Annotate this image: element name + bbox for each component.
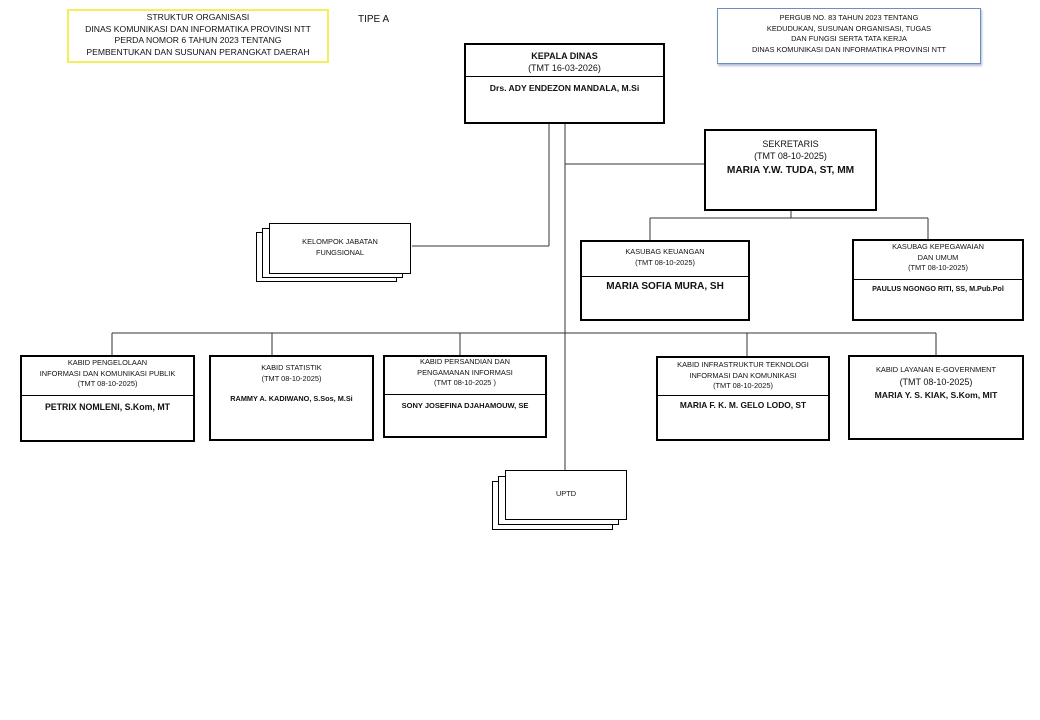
- kepala-dinas-tmt: (TMT 16-03-2026): [528, 63, 601, 73]
- fungsional-box: KELOMPOK JABATAN FUNGSIONAL: [269, 223, 411, 274]
- kabid-statistik-line1: KABID STATISTIK: [261, 363, 322, 372]
- kabid-pengelolaan-box: KABID PENGELOLAAN INFORMASI DAN KOMUNIKA…: [20, 355, 195, 442]
- kasubag-kepegawaian-tmt: (TMT 08-10-2025): [908, 263, 968, 272]
- kabid-persandian-line1: KABID PERSANDIAN DAN: [420, 357, 510, 366]
- uptd-label: UPTD: [555, 489, 577, 498]
- pergub-note: PERGUB NO. 83 TAHUN 2023 TENTANG KEDUDUK…: [717, 8, 981, 64]
- sekretaris-tmt: (TMT 08-10-2025): [754, 151, 827, 161]
- kasubag-kepegawaian-title1: KASUBAG KEPEGAWAIAN: [892, 242, 984, 251]
- note-line: DAN FUNGSI SERTA TATA KERJA: [791, 34, 907, 44]
- note-line: PERGUB NO. 83 TAHUN 2023 TENTANG: [779, 13, 919, 22]
- kabid-egov-header: KABID LAYANAN E-GOVERNMENT (TMT 08-10-20…: [850, 357, 1022, 388]
- sekretaris-header: SEKRETARIS (TMT 08-10-2025): [706, 131, 875, 162]
- kepala-dinas-header: KEPALA DINAS (TMT 16-03-2026): [466, 45, 663, 77]
- kabid-statistik-box: KABID STATISTIK (TMT 08-10-2025) RAMMY A…: [209, 355, 374, 441]
- kasubag-keuangan-title: KASUBAG KEUANGAN: [625, 247, 705, 256]
- kabid-persandian-box: KABID PERSANDIAN DAN PENGAMANAN INFORMAS…: [383, 355, 547, 438]
- kabid-statistik-tmt: (TMT 08-10-2025): [261, 373, 322, 383]
- kabid-pengelolaan-tmt: (TMT 08-10-2025): [77, 379, 138, 388]
- kasubag-keuangan-box: KASUBAG KEUANGAN (TMT 08-10-2025) MARIA …: [580, 240, 750, 321]
- kepala-dinas-box: KEPALA DINAS (TMT 16-03-2026) Drs. ADY E…: [464, 43, 665, 124]
- kasubag-keuangan-tmt: (TMT 08-10-2025): [635, 257, 695, 267]
- kasubag-keuangan-name: MARIA SOFIA MURA, SH: [606, 281, 724, 292]
- sekretaris-box: SEKRETARIS (TMT 08-10-2025) MARIA Y.W. T…: [704, 129, 877, 211]
- kabid-pengelolaan-header: KABID PENGELOLAAN INFORMASI DAN KOMUNIKA…: [22, 357, 193, 396]
- fungsional-line1: KELOMPOK JABATAN: [302, 237, 378, 246]
- kabid-egov-line1: KABID LAYANAN E-GOVERNMENT: [875, 365, 997, 374]
- kabid-persandian-header: KABID PERSANDIAN DAN PENGAMANAN INFORMAS…: [385, 357, 545, 395]
- kabid-infrastruktur-header: KABID INFRASTRUKTUR TEKNOLOGI INFORMASI …: [658, 358, 828, 396]
- sekretaris-title: SEKRETARIS: [762, 139, 819, 149]
- kabid-infrastruktur-name: MARIA F. K. M. GELO LODO, ST: [679, 400, 807, 410]
- kasubag-kepegawaian-name: PAULUS NGONGO RITI, SS, M.Pub.Pol: [872, 284, 1004, 293]
- note-line: STRUKTUR ORGANISASI: [146, 12, 250, 22]
- note-line: PERDA NOMOR 6 TAHUN 2023 TENTANG: [114, 35, 282, 46]
- sekretaris-name: MARIA Y.W. TUDA, ST, MM: [726, 165, 855, 176]
- kabid-pengelolaan-line2: INFORMASI DAN KOMUNIKASI PUBLIK: [39, 368, 176, 378]
- uptd-box: UPTD: [505, 470, 627, 520]
- kabid-persandian-tmt: (TMT 08-10-2025 ): [434, 378, 496, 387]
- note-line: KEDUDUKAN, SUSUNAN ORGANISASI, TUGAS: [766, 23, 932, 33]
- kabid-infrastruktur-line2: INFORMASI DAN KOMUNIKASI: [689, 370, 797, 380]
- fungsional-line2: FUNGSIONAL: [315, 247, 365, 257]
- kabid-egov-tmt: (TMT 08-10-2025): [899, 376, 973, 387]
- kabid-egov-name: MARIA Y. S. KIAK, S.Kom, MIT: [874, 389, 998, 400]
- note-line: DINAS KOMUNIKASI DAN INFORMATIKA PROVINS…: [751, 44, 947, 54]
- kepala-dinas-name: Drs. ADY ENDEZON MANDALA, M.Si: [489, 83, 640, 93]
- kepala-dinas-title: KEPALA DINAS: [531, 51, 598, 61]
- kabid-pengelolaan-name: PETRIX NOMLENI, S.Kom, MT: [44, 402, 171, 412]
- legal-basis-note: STRUKTUR ORGANISASI DINAS KOMUNIKASI DAN…: [67, 9, 329, 63]
- note-line: DINAS KOMUNIKASI DAN INFORMATIKA PROVINS…: [85, 23, 311, 34]
- kabid-statistik-header: KABID STATISTIK (TMT 08-10-2025): [211, 357, 372, 384]
- kabid-egov-box: KABID LAYANAN E-GOVERNMENT (TMT 08-10-20…: [848, 355, 1024, 440]
- kasubag-kepegawaian-title2: DAN UMUM: [917, 252, 959, 262]
- kabid-persandian-line2: PENGAMANAN INFORMASI: [417, 367, 513, 377]
- note-line: PEMBENTUKAN DAN SUSUNAN PERANGKAT DAERAH: [86, 46, 310, 57]
- type-label: TIPE A: [358, 14, 390, 25]
- kasubag-kepegawaian-header: KASUBAG KEPEGAWAIAN DAN UMUM (TMT 08-10-…: [854, 241, 1022, 280]
- kabid-infrastruktur-tmt: (TMT 08-10-2025): [713, 381, 773, 390]
- kasubag-kepegawaian-box: KASUBAG KEPEGAWAIAN DAN UMUM (TMT 08-10-…: [852, 239, 1024, 321]
- kabid-persandian-name: SONY JOSEFINA DJAHAMOUW, SE: [401, 401, 529, 410]
- kabid-infrastruktur-box: KABID INFRASTRUKTUR TEKNOLOGI INFORMASI …: [656, 356, 830, 441]
- kabid-pengelolaan-line1: KABID PENGELOLAAN: [67, 358, 148, 367]
- kasubag-keuangan-header: KASUBAG KEUANGAN (TMT 08-10-2025): [582, 242, 748, 277]
- kabid-statistik-name: RAMMY A. KADIWANO, S.Sos, M.Si: [230, 394, 353, 403]
- kabid-infrastruktur-line1: KABID INFRASTRUKTUR TEKNOLOGI: [677, 360, 809, 369]
